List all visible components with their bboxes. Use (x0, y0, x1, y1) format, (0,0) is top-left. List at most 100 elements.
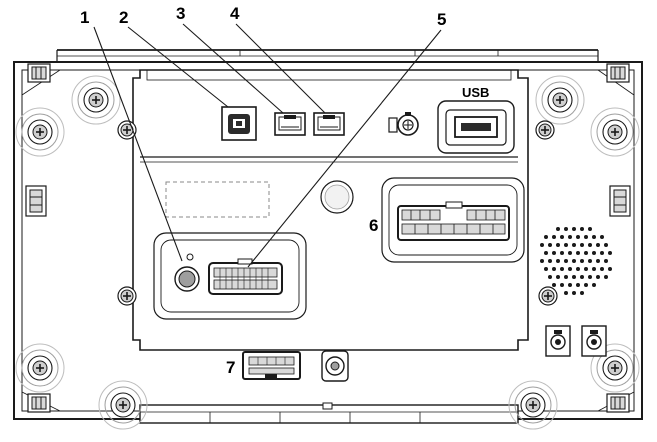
speaker-hole (596, 259, 600, 263)
side-clip-left (25, 185, 47, 217)
speaker-hole (556, 243, 560, 247)
speaker-hole (600, 267, 604, 271)
module-screw-2 (117, 286, 137, 306)
speaker-grille-icon (540, 227, 612, 295)
speaker-hole (568, 267, 572, 271)
speaker-hole (572, 259, 576, 263)
speaker-hole (560, 283, 564, 287)
speaker-hole (560, 235, 564, 239)
port-5-connector (208, 258, 283, 295)
speaker-hole (592, 283, 596, 287)
speaker-hole (548, 259, 552, 263)
speaker-hole (604, 259, 608, 263)
leader-line-2 (127, 26, 229, 108)
speaker-hole (580, 291, 584, 295)
speaker-hole (592, 251, 596, 255)
speaker-hole (552, 251, 556, 255)
speaker-hole (576, 283, 580, 287)
speaker-hole (556, 227, 560, 231)
corner-clip-top-right (606, 63, 630, 83)
speaker-hole (592, 267, 596, 271)
corner-clip-bottom-left (27, 393, 51, 413)
speaker-hole (588, 259, 592, 263)
speaker-hole (596, 275, 600, 279)
speaker-hole (588, 243, 592, 247)
module-screw-3 (535, 120, 555, 140)
speaker-hole (552, 235, 556, 239)
leader-line-1 (93, 26, 183, 262)
speaker-hole (544, 267, 548, 271)
speaker-hole (604, 243, 608, 247)
corner-clip-top-left (27, 63, 51, 83)
speaker-hole (580, 243, 584, 247)
speaker-hole (568, 235, 572, 239)
port-2-connector (221, 106, 257, 141)
speaker-hole (572, 227, 576, 231)
callout-6: 6 (369, 216, 379, 235)
speaker-hole (556, 259, 560, 263)
callout-7: 7 (226, 358, 236, 377)
speaker-hole (568, 283, 572, 287)
leader-line-3 (182, 23, 284, 114)
speaker-hole (544, 235, 548, 239)
speaker-hole (564, 227, 568, 231)
speaker-hole (588, 275, 592, 279)
speaker-hole (576, 267, 580, 271)
callout-3: 3 (176, 4, 186, 23)
module-screw-4 (538, 286, 558, 306)
speaker-hole (600, 251, 604, 255)
port-6-connector (381, 177, 525, 263)
callout-1: 1 (80, 8, 90, 27)
speaker-hole (560, 267, 564, 271)
speaker-hole (548, 275, 552, 279)
speaker-hole (584, 251, 588, 255)
speaker-hole (564, 291, 568, 295)
speaker-hole (580, 275, 584, 279)
speaker-hole (576, 251, 580, 255)
speaker-hole (580, 259, 584, 263)
leader-line-4 (235, 23, 326, 114)
speaker-hole (584, 267, 588, 271)
callout-4: 4 (230, 4, 240, 23)
leader-line-5 (247, 29, 442, 268)
speaker-hole (580, 227, 584, 231)
speaker-hole (576, 235, 580, 239)
speaker-hole (540, 259, 544, 263)
speaker-hole (596, 243, 600, 247)
speaker-hole (588, 227, 592, 231)
speaker-hole (540, 243, 544, 247)
port-1-jack (174, 253, 200, 292)
speaker-hole (572, 275, 576, 279)
speaker-hole (564, 243, 568, 247)
coax-jack-bottom (321, 350, 349, 382)
port-3-connector (274, 112, 306, 136)
speaker-hole (604, 275, 608, 279)
round-pad (320, 180, 354, 214)
speaker-hole (608, 267, 612, 271)
speaker-hole (556, 275, 560, 279)
speaker-hole (572, 243, 576, 247)
speaker-hole (568, 251, 572, 255)
speaker-hole (584, 235, 588, 239)
speaker-hole (600, 235, 604, 239)
antenna-jack-left (545, 325, 571, 357)
speaker-hole (608, 251, 612, 255)
leader-lines (93, 23, 442, 268)
antenna-jack-right (581, 325, 607, 357)
port-7-connector (242, 351, 301, 380)
speaker-hole (564, 275, 568, 279)
speaker-hole (584, 283, 588, 287)
side-clip-right (609, 185, 631, 217)
speaker-hole (552, 283, 556, 287)
speaker-hole (544, 251, 548, 255)
callout-5: 5 (437, 10, 447, 29)
corner-clip-bottom-right (606, 393, 630, 413)
speaker-hole (564, 259, 568, 263)
coax-antenna-icon (388, 112, 419, 136)
speaker-hole (552, 267, 556, 271)
usb-label: USB (462, 85, 490, 100)
usb-port (437, 100, 515, 154)
speaker-hole (572, 291, 576, 295)
speaker-hole (560, 251, 564, 255)
